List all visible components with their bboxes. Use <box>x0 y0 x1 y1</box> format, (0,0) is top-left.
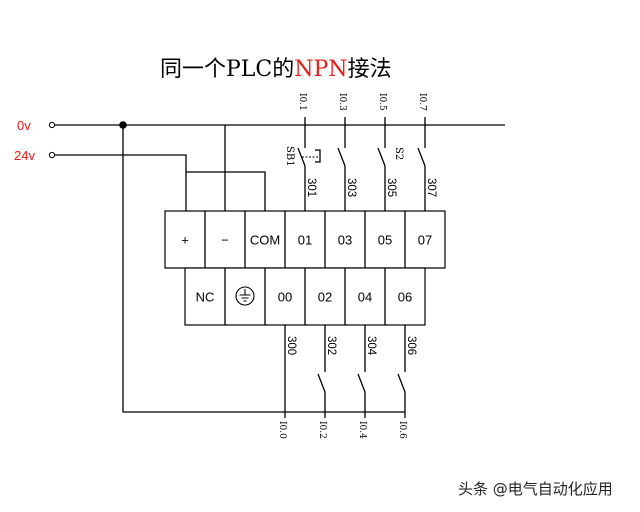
watermark-text: 头条 @电气自动化应用 <box>458 480 613 498</box>
terminal-03: 03 <box>338 232 352 247</box>
wire-number: 301 <box>305 178 317 197</box>
terminal-06: 06 <box>398 289 412 304</box>
input-wire-switch <box>377 117 386 211</box>
terminal-block-top-row: + − COM 01 03 05 07 <box>164 210 446 269</box>
input-wire-switch <box>297 117 306 211</box>
24v-line <box>55 154 187 211</box>
supply-0v-label: 0v <box>17 118 31 133</box>
supply-24v-label: 24v <box>14 148 35 163</box>
title-prefix: 同一个PLC的 <box>160 57 294 82</box>
supply-24v-terminal <box>48 151 56 159</box>
address-label: I0.6 <box>397 421 407 439</box>
title-highlight: NPN <box>294 57 347 82</box>
address-label: I0.7 <box>417 93 427 111</box>
address-label: I0.1 <box>297 93 307 111</box>
wire-number: 302 <box>325 336 337 355</box>
input-wire-switch <box>417 117 426 211</box>
terminal-nc: NC <box>196 289 215 304</box>
bottom-input-i0-0: 300 I0.0 <box>277 325 297 439</box>
bottom-row-dividers <box>224 268 386 325</box>
0v-return-line <box>122 125 405 413</box>
title-suffix: 接法 <box>348 57 392 82</box>
top-input-i0-3: I0.3 303 <box>337 93 357 211</box>
bottom-input-i0-4: 304 I0.4 <box>357 325 377 439</box>
wire-number: 303 <box>345 178 357 197</box>
top-row-dividers <box>204 211 406 268</box>
pushbutton-icon <box>315 149 321 163</box>
address-label: I0.5 <box>377 93 387 111</box>
terminal-00: 00 <box>278 289 292 304</box>
ground-icon <box>235 286 255 306</box>
wire-number: 304 <box>365 336 377 356</box>
terminal-04: 04 <box>358 289 372 304</box>
bottom-input-i0-6: 306 I0.6 <box>397 325 417 439</box>
terminal-com: COM <box>250 232 280 247</box>
terminal-01: 01 <box>298 232 312 247</box>
terminal-05: 05 <box>378 232 392 247</box>
terminal-minus: − <box>221 232 229 247</box>
address-label: I0.2 <box>317 421 327 439</box>
wire-number: 307 <box>425 178 437 197</box>
input-wire-switch <box>317 325 326 418</box>
top-input-i0-5: I0.5 S2 305 <box>377 93 404 211</box>
device-label-sb1: SB1 <box>284 146 295 167</box>
com-link-line <box>186 171 266 211</box>
bottom-input-i0-2: 302 I0.2 <box>317 325 337 439</box>
terminal-02: 02 <box>318 289 332 304</box>
supply-0v-terminal <box>48 121 56 129</box>
address-label: I0.3 <box>337 93 347 111</box>
input-wire-switch <box>397 325 406 418</box>
terminal-07: 07 <box>418 232 432 247</box>
top-row-frame <box>164 210 446 269</box>
wire-number: 306 <box>405 336 417 355</box>
input-wire-switch <box>357 325 366 418</box>
wire-number: 305 <box>385 178 397 197</box>
terminal-block-bottom-row: NC 00 02 04 06 <box>184 267 426 326</box>
wire-number: 300 <box>285 336 297 355</box>
device-label-s2: S2 <box>393 147 404 160</box>
top-input-i0-7: I0.7 307 <box>417 93 437 211</box>
top-input-i0-1: I0.1 SB1 301 <box>284 93 321 211</box>
terminal-plus: + <box>181 232 189 247</box>
input-wire-switch <box>337 117 346 211</box>
address-label: I0.4 <box>357 421 367 439</box>
address-label: I0.0 <box>277 421 287 439</box>
diagram-title: 同一个PLC的NPN接法 <box>160 57 392 82</box>
